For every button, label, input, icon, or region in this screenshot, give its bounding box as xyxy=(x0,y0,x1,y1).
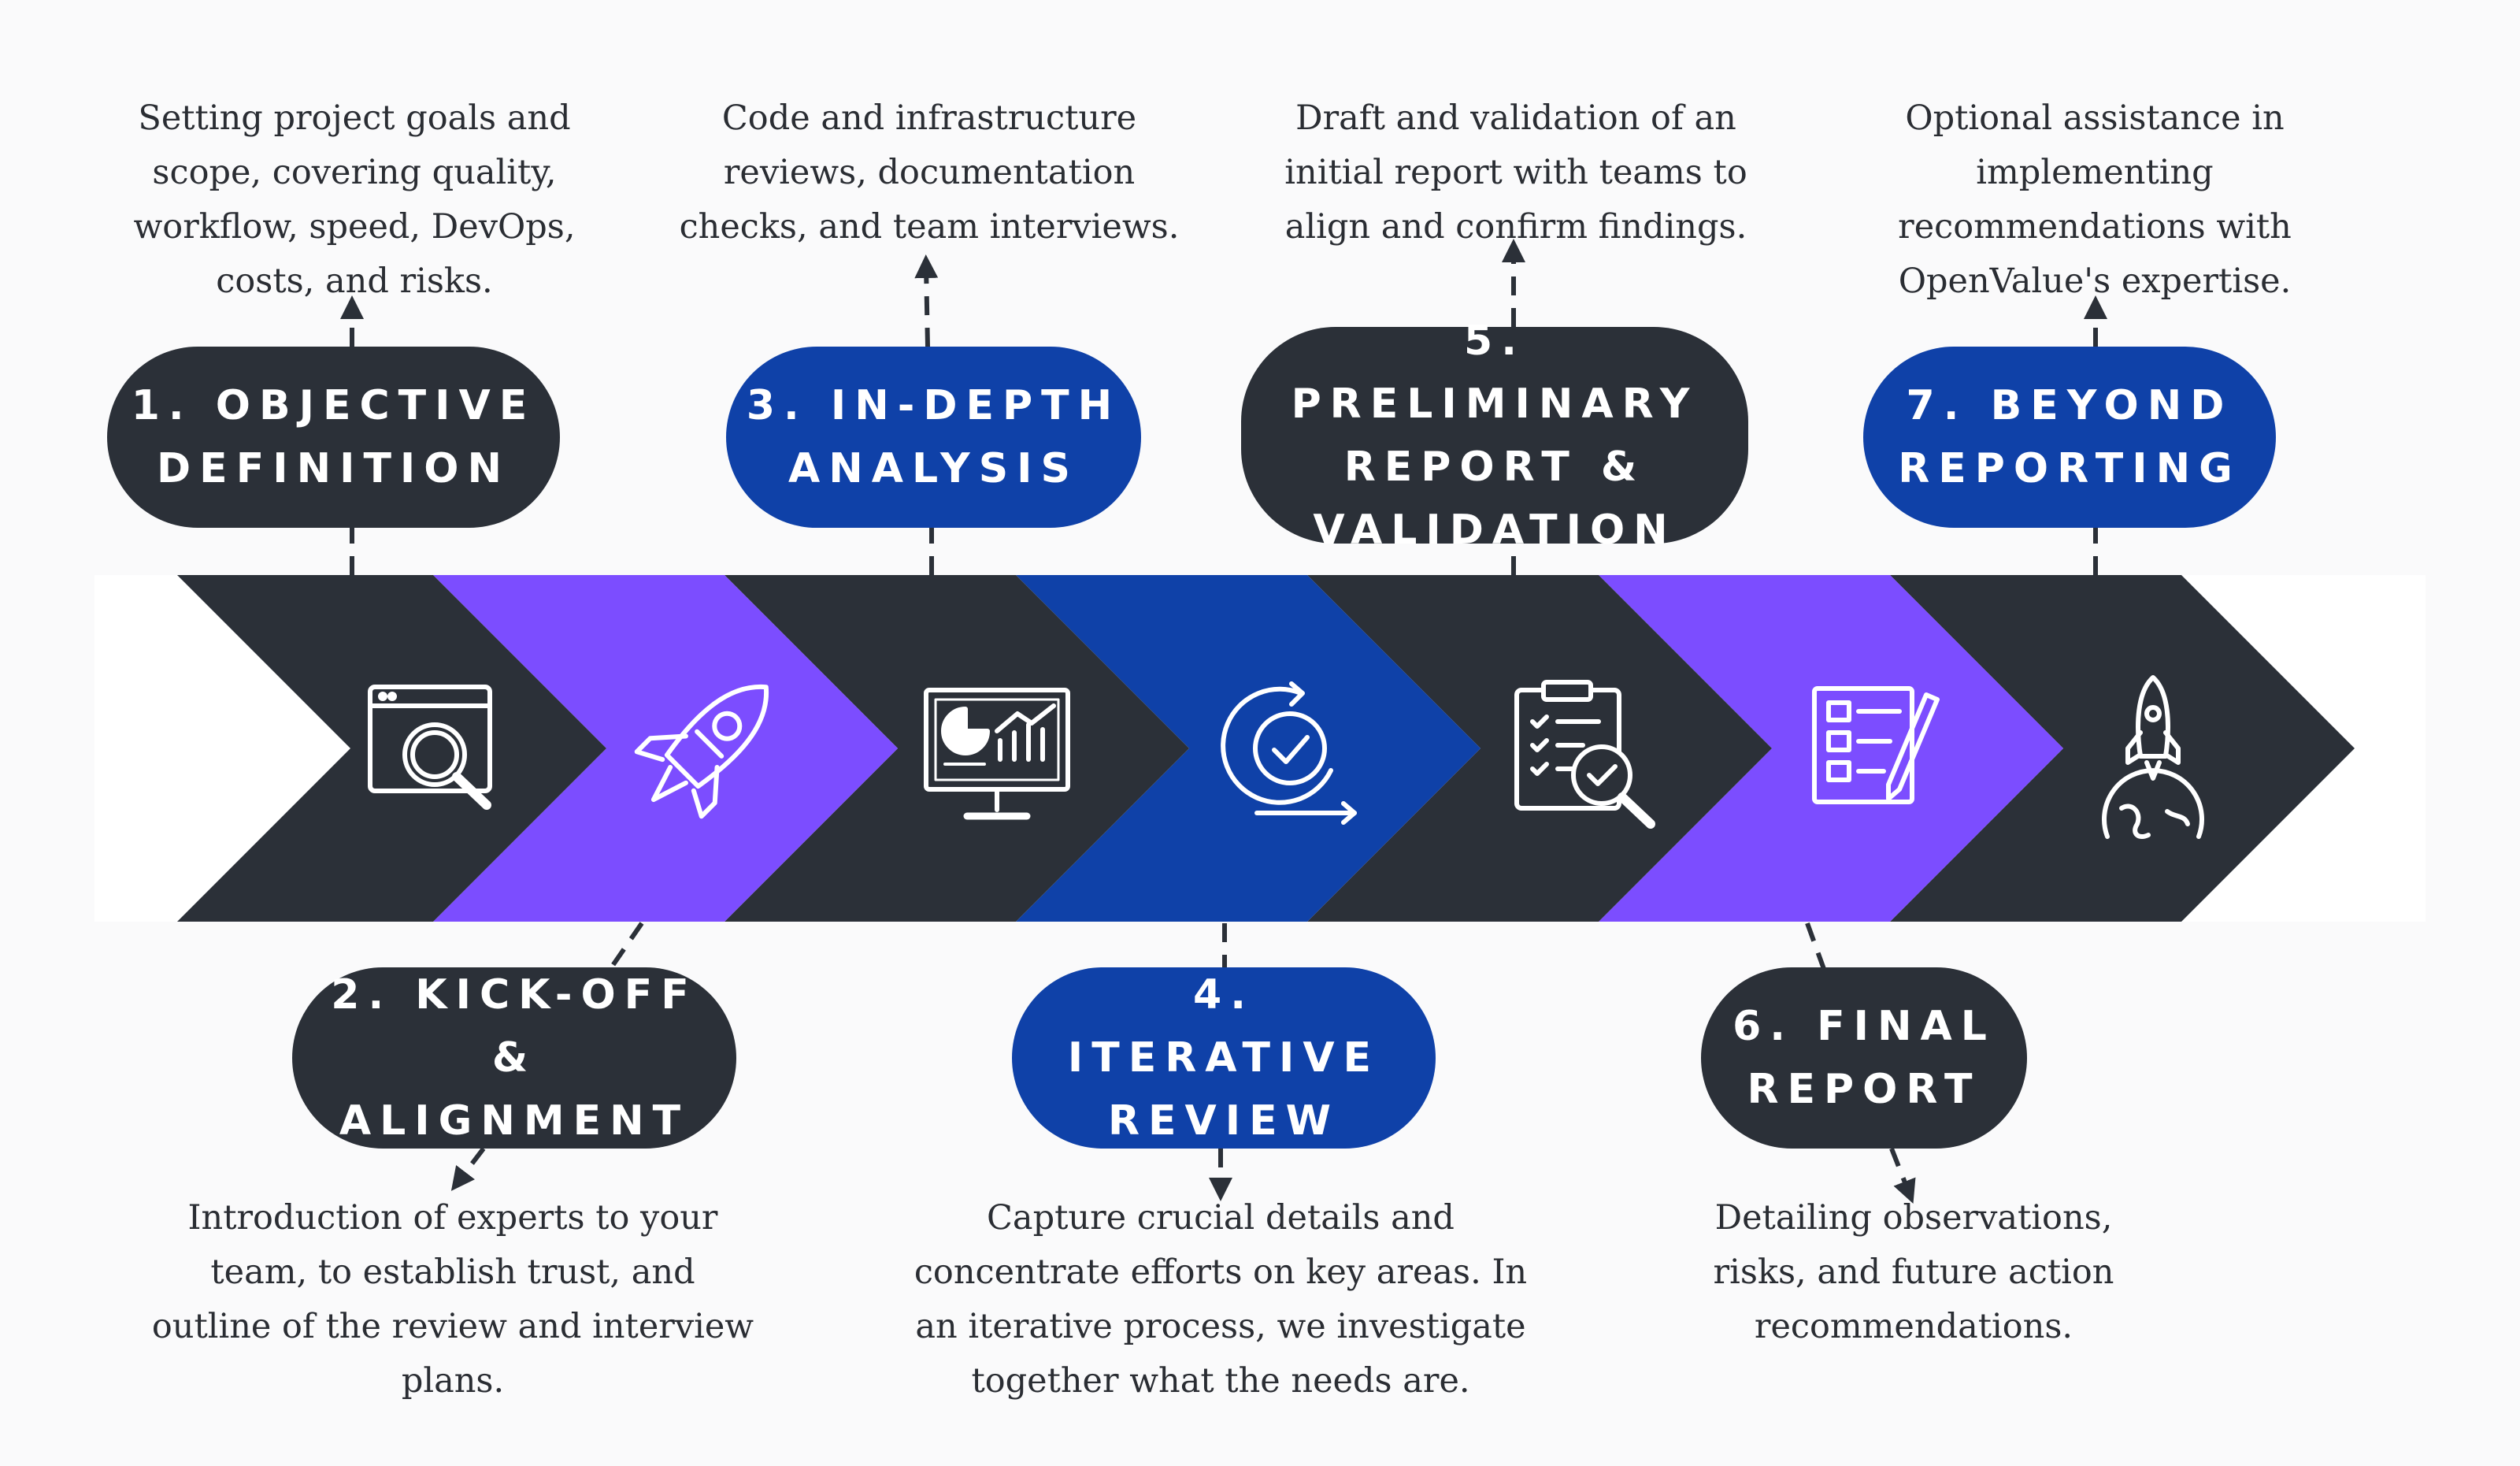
step-7-description: Optional assistance in implementing reco… xyxy=(1898,98,2292,301)
step-6-description: Detailing observations, risks, and futur… xyxy=(1713,1198,2114,1346)
connector-step-6-desc xyxy=(1889,1147,1916,1204)
monitor-analytics-icon xyxy=(924,688,1070,820)
iterative-check-icon xyxy=(1221,681,1357,825)
connector-step-3-desc xyxy=(914,254,939,347)
checklist-pen-icon xyxy=(1812,686,1940,804)
step-6-title-pill: 6. FINAL REPORT xyxy=(1701,967,2027,1149)
step-4-description: Capture crucial details and concentrate … xyxy=(914,1198,1528,1401)
chevron-step-7 xyxy=(1890,575,2355,922)
step-7-title: 7. BEYOND REPORTING xyxy=(1898,382,2241,492)
step-1-title: 1. OBJECTIVE DEFINITION xyxy=(131,382,536,492)
rocket-launch-globe-icon xyxy=(2102,675,2204,840)
step-3-title-pill: 3. IN-DEPTH ANALYSIS xyxy=(726,347,1141,528)
connector-step-2-desc xyxy=(450,1147,486,1191)
step-5-description: Draft and validation of an initial repor… xyxy=(1284,98,1747,247)
clipboard-magnifier-icon xyxy=(1514,680,1655,829)
step-2-title-pill: 2. KICK-OFF & ALIGNMENT xyxy=(292,967,736,1149)
connector-step-2 xyxy=(608,922,644,971)
step-3-description: Code and infrastructure reviews, documen… xyxy=(679,98,1180,247)
step-4-title-pill: 4. ITERATIVE REVIEW xyxy=(1012,967,1436,1149)
step-7-title-pill: 7. BEYOND REPORTING xyxy=(1863,347,2276,528)
chevron-step-4 xyxy=(1016,575,1480,922)
connector-step-6 xyxy=(1805,922,1826,971)
browser-search-icon xyxy=(368,685,492,810)
rocket-icon xyxy=(634,685,769,819)
step-1-title-pill: 1. OBJECTIVE DEFINITION xyxy=(107,347,560,528)
step-1-description: Setting project goals and scope, coverin… xyxy=(133,98,576,301)
step-3-title: 3. IN-DEPTH ANALYSIS xyxy=(746,382,1121,492)
step-2-description: Introduction of experts to your team, to… xyxy=(151,1198,754,1401)
chevron-step-1 xyxy=(177,575,606,922)
step-5-title-pill: 5. PRELIMINARY REPORT & VALIDATION xyxy=(1241,317,1748,554)
step-4-title: 4. ITERATIVE REVIEW xyxy=(1067,971,1380,1145)
chevron-step-2 xyxy=(433,575,898,922)
step-5-title: 5. PRELIMINARY REPORT & VALIDATION xyxy=(1291,317,1699,554)
step-2-title: 2. KICK-OFF & ALIGNMENT xyxy=(331,971,698,1145)
step-6-title: 6. FINAL REPORT xyxy=(1732,1003,1996,1113)
chevron-row xyxy=(177,575,2355,922)
